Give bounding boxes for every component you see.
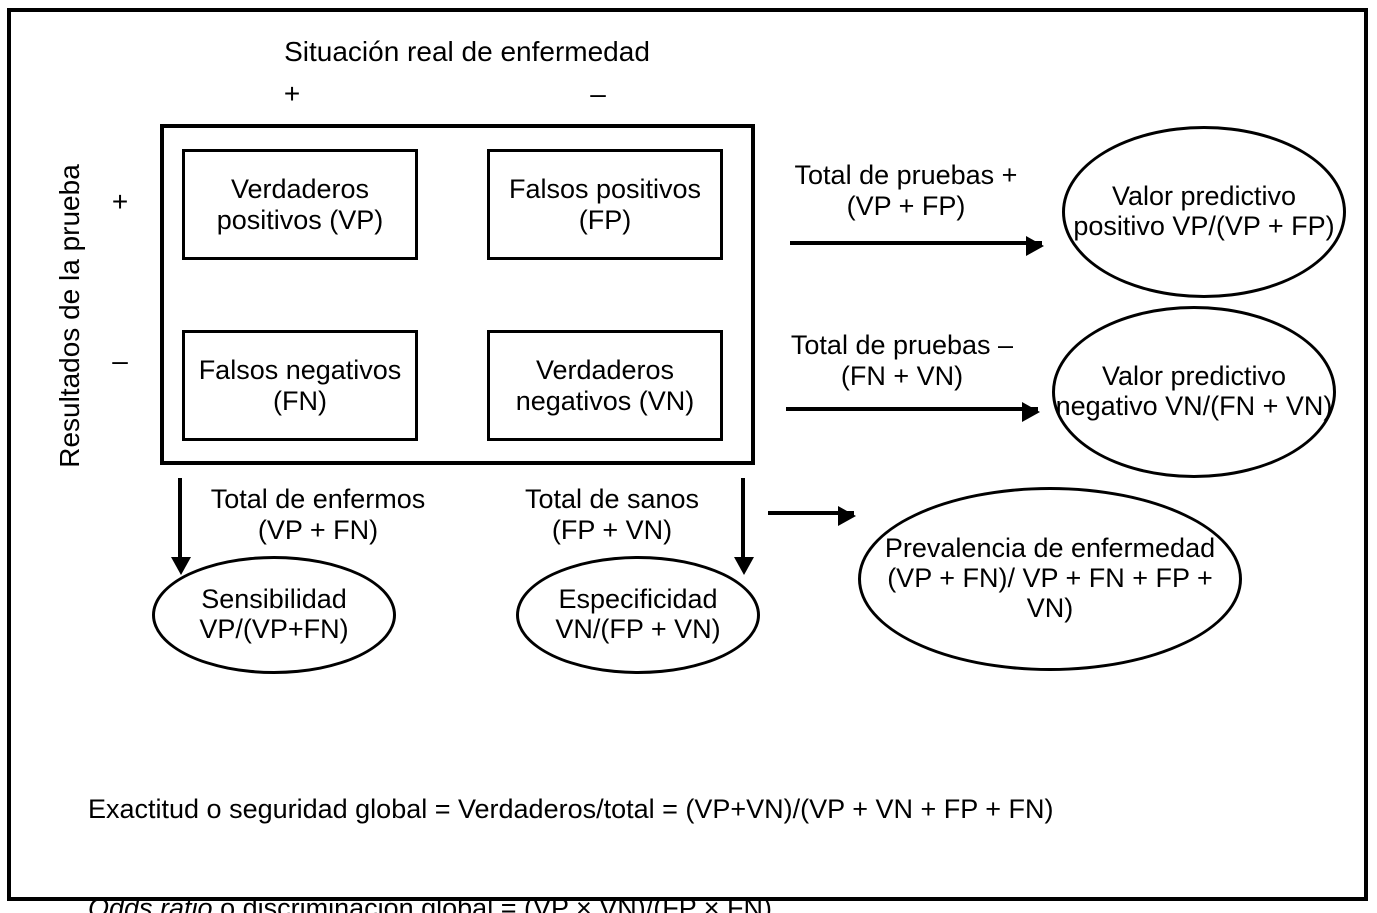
formula-accuracy-text: Exactitud o seguridad global = Verdadero… bbox=[88, 793, 1054, 824]
arrow-to-sensitivity bbox=[171, 478, 191, 575]
formula-odds-ratio-text: o discriminación global = (VP × VN)/(FP … bbox=[212, 892, 773, 913]
formula-odds-ratio: Odds ratio o discriminación global = (VP… bbox=[88, 892, 1054, 913]
arrow-to-positive-predictive-value bbox=[790, 236, 1044, 256]
formula-odds-ratio-emph: Odds ratio bbox=[88, 892, 213, 913]
cell-false-negative: Falsos negativos (FN) bbox=[182, 330, 418, 441]
formula-list: Exactitud o seguridad global = Verdadero… bbox=[88, 727, 1054, 913]
row-sign-positive: + bbox=[111, 186, 129, 217]
ellipse-negative-predictive-value: Valor predictivo negativo VN/(FN + VN) bbox=[1052, 306, 1336, 478]
ellipse-positive-predictive-value: Valor predictivo positivo VP/(VP + FP) bbox=[1062, 126, 1346, 298]
arrow-to-specificity bbox=[734, 478, 754, 575]
cell-true-positive: Verdaderos positivos (VP) bbox=[182, 149, 418, 260]
arrow-to-negative-predictive-value bbox=[786, 402, 1040, 422]
page-title: Situación real de enfermedad bbox=[284, 36, 650, 67]
formula-accuracy: Exactitud o seguridad global = Verdadero… bbox=[88, 793, 1054, 826]
ellipse-prevalence: Prevalencia de enfermedad (VP + FN)/ VP … bbox=[858, 487, 1242, 671]
label-total-healthy: Total de sanos (FP + VN) bbox=[524, 484, 700, 545]
row-sign-negative: – bbox=[112, 345, 128, 376]
ellipse-specificity: Especificidad VN/(FP + VN) bbox=[516, 556, 760, 674]
ellipse-sensitivity: Sensibilidad VP/(VP+FN) bbox=[152, 556, 396, 674]
row-axis-label: Resultados de la prueba bbox=[54, 164, 85, 468]
outer-frame bbox=[7, 8, 1368, 901]
column-sign-negative: – bbox=[590, 78, 606, 109]
arrow-to-prevalence bbox=[768, 506, 856, 526]
label-total-tests-negative: Total de pruebas – (FN + VN) bbox=[790, 330, 1014, 391]
cell-true-negative: Verdaderos negativos (VN) bbox=[487, 330, 723, 441]
column-sign-positive: + bbox=[283, 78, 301, 109]
label-total-diseased: Total de enfermos (VP + FN) bbox=[210, 484, 426, 545]
contingency-matrix-box bbox=[160, 124, 755, 465]
cell-false-positive: Falsos positivos (FP) bbox=[487, 149, 723, 260]
label-total-tests-positive: Total de pruebas + (VP + FP) bbox=[794, 160, 1018, 221]
